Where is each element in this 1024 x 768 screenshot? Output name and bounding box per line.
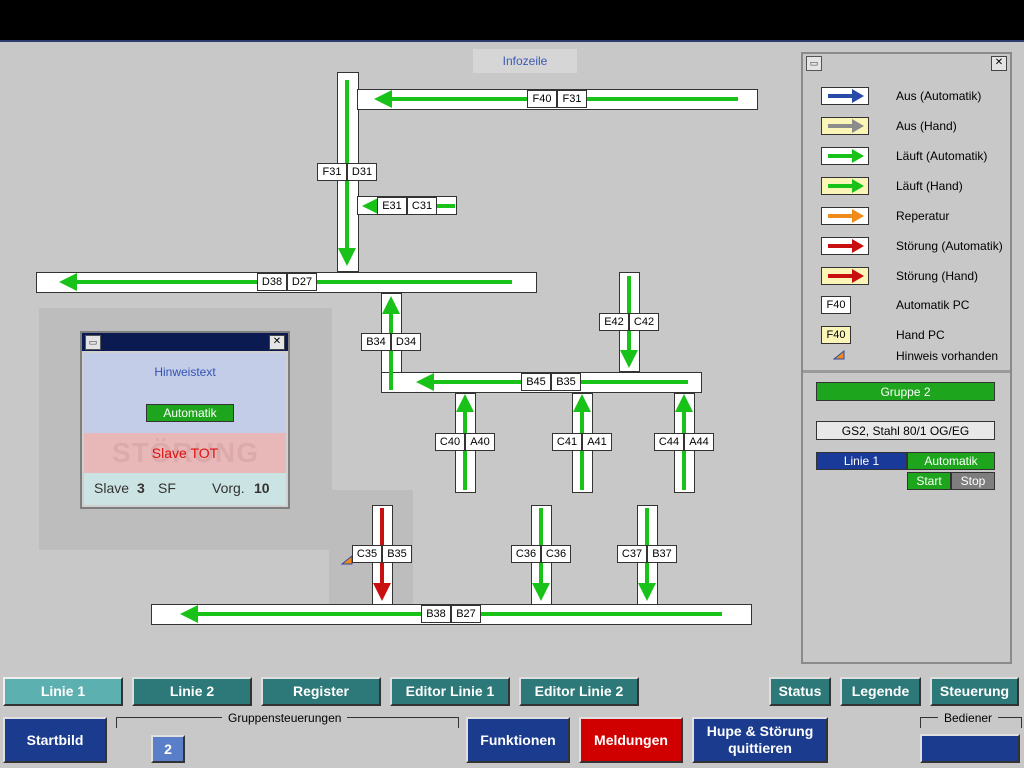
start-button[interactable]: Start xyxy=(907,472,951,490)
label-b45[interactable]: B45 xyxy=(521,373,551,391)
label-b34[interactable]: B34 xyxy=(361,333,391,351)
legend-sample-hand: F40 xyxy=(821,326,851,344)
label-c42[interactable]: C42 xyxy=(629,313,659,331)
hupe-label-line2: quittieren xyxy=(728,740,792,756)
label-b27[interactable]: B27 xyxy=(451,605,481,623)
label-c35[interactable]: C35 xyxy=(352,545,382,563)
legend-label: Läuft (Hand) xyxy=(896,179,963,193)
arrow-green-icon xyxy=(821,147,869,165)
slave-value: 3 xyxy=(137,480,145,496)
nav-register[interactable]: Register xyxy=(261,677,381,706)
nav-steuerung[interactable]: Steuerung xyxy=(930,677,1019,706)
hint-marker-icon xyxy=(833,349,845,360)
vorg-label: Vorg. xyxy=(212,480,245,496)
label-c44[interactable]: C44 xyxy=(654,433,684,451)
label-a40[interactable]: A40 xyxy=(465,433,495,451)
legend-label: Störung (Automatik) xyxy=(896,239,1003,253)
label-c40[interactable]: C40 xyxy=(435,433,465,451)
nav-editor-linie-1[interactable]: Editor Linie 1 xyxy=(390,677,510,706)
slave-label: Slave xyxy=(94,480,130,496)
nav-meldungen[interactable]: Meldungen xyxy=(579,717,683,763)
label-b35-mid[interactable]: B35 xyxy=(551,373,581,391)
group-2-selector[interactable]: 2 xyxy=(151,735,185,763)
legend-separator xyxy=(803,370,1010,373)
label-a44[interactable]: A44 xyxy=(684,433,714,451)
nav-linie-1[interactable]: Linie 1 xyxy=(3,677,123,706)
arrow-blue-icon xyxy=(821,87,869,105)
popup-automatik-button[interactable]: Automatik xyxy=(146,404,234,422)
label-c31[interactable]: C31 xyxy=(407,197,437,215)
label-e31[interactable]: E31 xyxy=(377,197,407,215)
hint-marker-icon xyxy=(340,554,353,565)
label-b38[interactable]: B38 xyxy=(421,605,451,623)
legend-label: Automatik PC xyxy=(896,298,970,312)
label-d34[interactable]: D34 xyxy=(391,333,421,351)
window-icon[interactable]: ▭ xyxy=(85,335,101,350)
nav-editor-linie-2[interactable]: Editor Linie 2 xyxy=(519,677,639,706)
vorg-value: 10 xyxy=(254,480,270,496)
popup-titlebar[interactable]: ▭ ✕ xyxy=(82,333,288,351)
arrow-gray-icon xyxy=(821,117,869,135)
nav-linie-2[interactable]: Linie 2 xyxy=(132,677,252,706)
window-icon[interactable]: ▭ xyxy=(806,56,822,71)
label-c37[interactable]: C37 xyxy=(617,545,647,563)
line-1-indicator[interactable]: Linie 1 xyxy=(816,452,907,470)
legend-panel: ▭ ✕ Aus (Automatik) Aus (Hand) Läuft (Au… xyxy=(801,52,1012,664)
close-icon[interactable]: ✕ xyxy=(991,56,1007,71)
popup-hint-area: Hinweistext Automatik xyxy=(84,353,286,433)
label-f31-mid[interactable]: F31 xyxy=(317,163,347,181)
label-c36b[interactable]: C36 xyxy=(541,545,571,563)
legend-label: Läuft (Automatik) xyxy=(896,149,988,163)
arrow-red-icon xyxy=(821,267,869,285)
group-controls-label: Gruppensteuerungen xyxy=(222,711,348,725)
popup-error-area: STÖRUNG Slave TOT xyxy=(84,433,286,473)
popup-slave-info: Slave 3 SF Vorg. 10 xyxy=(84,473,286,505)
label-b35-low[interactable]: B35 xyxy=(382,545,412,563)
sf-label: SF xyxy=(158,480,176,496)
label-e42[interactable]: E42 xyxy=(599,313,629,331)
nav-funktionen[interactable]: Funktionen xyxy=(466,717,570,763)
top-black-bar xyxy=(0,0,1024,42)
legend-sample-auto: F40 xyxy=(821,296,851,314)
group-2-button[interactable]: Gruppe 2 xyxy=(816,382,995,401)
info-line: Infozeile xyxy=(473,49,577,73)
arrow-green-icon xyxy=(821,177,869,195)
nav-hupe-quittieren[interactable]: Hupe & Störung quittieren xyxy=(692,717,828,763)
label-b37[interactable]: B37 xyxy=(647,545,677,563)
label-f40[interactable]: F40 xyxy=(527,90,557,108)
arrow-orange-icon xyxy=(821,207,869,225)
nav-status[interactable]: Status xyxy=(769,677,831,706)
label-a41[interactable]: A41 xyxy=(582,433,612,451)
mode-automatik-indicator[interactable]: Automatik xyxy=(907,452,995,470)
popup-error-text: Slave TOT xyxy=(151,445,219,461)
operator-field[interactable] xyxy=(920,734,1020,763)
legend-label: Reperatur xyxy=(896,209,950,223)
arrow-red-icon xyxy=(821,237,869,255)
legend-label: Aus (Hand) xyxy=(896,119,957,133)
legend-label: Hand PC xyxy=(896,328,945,342)
operator-label: Bediener xyxy=(938,711,999,725)
legend-label: Aus (Automatik) xyxy=(896,89,982,103)
label-d31[interactable]: D31 xyxy=(347,163,377,181)
hupe-label-line1: Hupe & Störung xyxy=(706,723,814,739)
group-description: GS2, Stahl 80/1 OG/EG xyxy=(816,421,995,440)
popup-hint-text: Hinweistext xyxy=(154,365,216,379)
label-f31[interactable]: F31 xyxy=(557,90,587,108)
nav-startbild[interactable]: Startbild xyxy=(3,717,107,763)
label-d38[interactable]: D38 xyxy=(257,273,287,291)
label-c41[interactable]: C41 xyxy=(552,433,582,451)
stop-button[interactable]: Stop xyxy=(951,472,995,490)
status-popup: ▭ ✕ Hinweistext Automatik STÖRUNG Slave … xyxy=(80,331,290,509)
legend-titlebar[interactable]: ▭ ✕ xyxy=(803,54,1010,72)
popup-error-watermark: STÖRUNG xyxy=(112,437,259,468)
label-d27[interactable]: D27 xyxy=(287,273,317,291)
legend-label: Störung (Hand) xyxy=(896,269,979,283)
label-c36a[interactable]: C36 xyxy=(511,545,541,563)
close-icon[interactable]: ✕ xyxy=(269,335,285,350)
legend-label: Hinweis vorhanden xyxy=(896,349,999,363)
nav-legende[interactable]: Legende xyxy=(840,677,921,706)
